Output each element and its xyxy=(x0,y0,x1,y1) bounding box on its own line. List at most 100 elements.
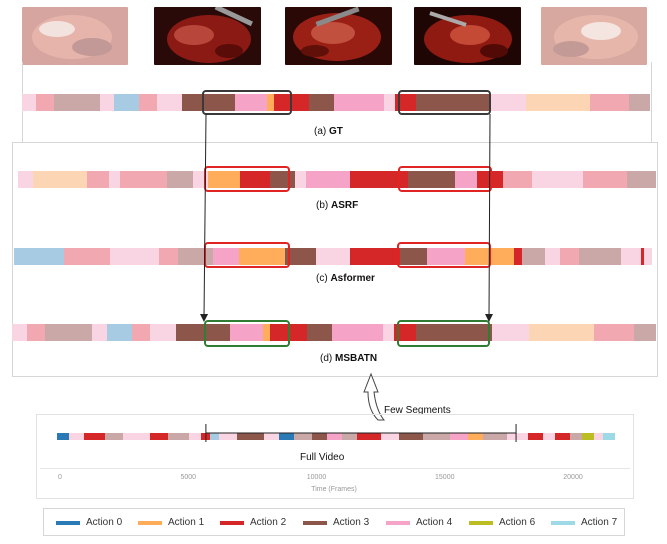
legend-swatch xyxy=(56,520,80,525)
segment xyxy=(634,324,657,341)
legend-item: Action 6 xyxy=(469,517,535,528)
segment xyxy=(120,171,168,188)
full-video-panel xyxy=(36,414,634,499)
segment xyxy=(543,433,556,440)
segment xyxy=(68,433,85,440)
segment xyxy=(263,324,271,341)
segment xyxy=(468,433,484,440)
few-segments-label: Few Segments xyxy=(384,405,451,416)
surgical-frame-icon xyxy=(285,7,392,65)
highlight-box-msbatn-right xyxy=(397,320,490,347)
strip-asrf xyxy=(18,171,657,188)
legend-swatch xyxy=(138,520,162,525)
highlight-box-asrf-right xyxy=(398,166,492,192)
legend-label: Action 0 xyxy=(86,517,123,528)
segment xyxy=(218,433,238,440)
segment xyxy=(105,433,124,440)
segment xyxy=(161,324,177,341)
segment xyxy=(22,94,37,111)
segment xyxy=(383,324,395,341)
surgical-frame-icon xyxy=(22,7,128,65)
segment xyxy=(167,171,194,188)
segment xyxy=(570,433,583,440)
segment xyxy=(109,171,121,188)
segment xyxy=(579,248,622,265)
x-tick-label: 5000 xyxy=(180,474,197,481)
segment xyxy=(522,248,546,265)
segment xyxy=(502,171,533,188)
segment xyxy=(357,433,382,440)
legend-swatch xyxy=(469,520,493,525)
segment xyxy=(109,248,160,265)
segment xyxy=(159,248,179,265)
segment xyxy=(18,171,33,188)
strip-gt xyxy=(22,94,651,111)
strip-msbatn xyxy=(12,324,657,341)
segment xyxy=(63,248,110,265)
segment xyxy=(150,433,169,440)
segment xyxy=(394,324,417,341)
segment xyxy=(285,248,317,265)
segment xyxy=(332,324,384,341)
segment xyxy=(327,433,343,440)
highlight-box-asformer-right xyxy=(397,242,491,268)
segment xyxy=(106,324,133,341)
segment xyxy=(507,433,529,440)
segment xyxy=(239,248,286,265)
legend-label: Action 2 xyxy=(250,517,287,528)
x-axis-line xyxy=(40,468,630,469)
caption-asrf: (b) ASRF xyxy=(316,200,359,211)
legend-swatch xyxy=(220,520,244,525)
segment xyxy=(12,324,27,341)
segment xyxy=(349,171,409,188)
legend-label: Action 4 xyxy=(416,517,453,528)
segment xyxy=(207,171,241,188)
segment xyxy=(455,171,478,188)
legend-item: Action 4 xyxy=(386,517,452,528)
x-axis-label: Time (Frames) xyxy=(311,486,357,493)
x-tick-label: 10000 xyxy=(306,474,327,481)
surgical-frame-icon xyxy=(541,7,647,65)
legend-item: Action 1 xyxy=(138,517,204,528)
segment xyxy=(123,433,151,440)
segment xyxy=(279,433,295,440)
segment xyxy=(14,248,64,265)
segment xyxy=(212,248,240,265)
segment xyxy=(334,94,385,111)
surgical-frame-icon xyxy=(414,7,521,65)
legend-label: Action 1 xyxy=(168,517,205,528)
segment xyxy=(315,248,351,265)
segment xyxy=(594,433,604,440)
segment xyxy=(168,433,190,440)
full-video-label: Full Video xyxy=(300,452,345,463)
segment xyxy=(57,433,70,440)
segment xyxy=(399,433,424,440)
segment xyxy=(36,94,55,111)
segment xyxy=(594,324,635,341)
x-tick-label: 20000 xyxy=(563,474,583,481)
segment xyxy=(100,94,115,111)
segment xyxy=(181,94,236,111)
segment xyxy=(381,433,400,440)
segment xyxy=(415,94,491,111)
segment xyxy=(490,94,527,111)
segment xyxy=(528,324,595,341)
video-frame-3 xyxy=(285,7,392,65)
surgical-frame-icon xyxy=(154,7,261,65)
segment xyxy=(555,433,571,440)
highlight-box-gt-left xyxy=(202,90,292,115)
video-frame-5 xyxy=(541,7,647,65)
segment xyxy=(483,433,508,440)
segment xyxy=(132,324,151,341)
segment xyxy=(114,94,140,111)
video-frame-2 xyxy=(154,7,261,65)
segment xyxy=(583,171,628,188)
segment xyxy=(306,324,333,341)
segment xyxy=(150,324,162,341)
legend-label: Action 3 xyxy=(333,517,370,528)
segment xyxy=(312,433,328,440)
segment xyxy=(582,433,595,440)
segment xyxy=(306,171,351,188)
segment xyxy=(210,433,220,440)
